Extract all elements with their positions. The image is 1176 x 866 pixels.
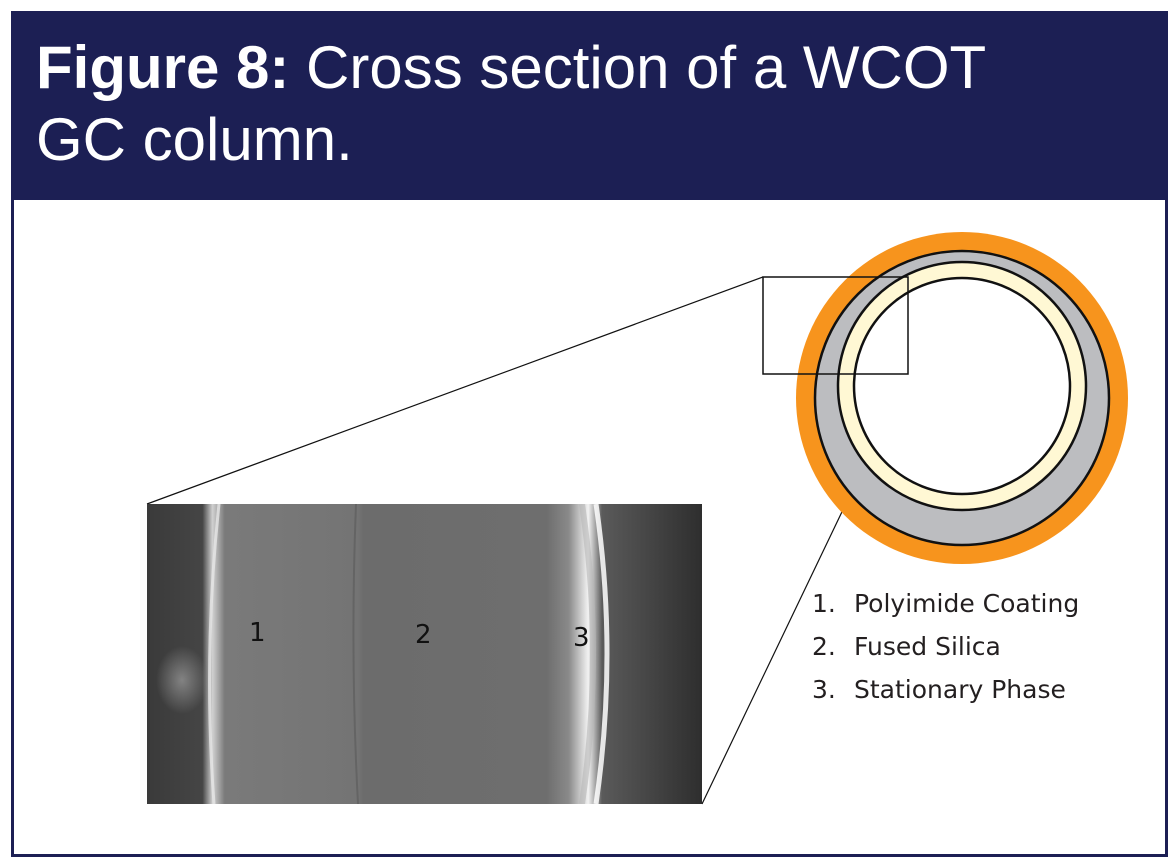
legend-item-fused-silica: Fused Silica xyxy=(854,632,1001,661)
sem-label-3: 3 xyxy=(573,623,590,653)
column-bore xyxy=(854,278,1070,494)
zoom-line-upper xyxy=(147,277,763,504)
legend-item-polyimide: Polyimide Coating xyxy=(854,589,1079,618)
sem-label-1: 1 xyxy=(249,618,266,648)
column-cross-section xyxy=(796,232,1128,564)
legend-number-3: 3. xyxy=(812,675,836,704)
sem-label-2: 2 xyxy=(415,620,432,650)
legend: 1. Polyimide Coating 2. Fused Silica 3. … xyxy=(812,589,1079,704)
legend-item-stationary-phase: Stationary Phase xyxy=(854,675,1066,704)
legend-number-2: 2. xyxy=(812,632,836,661)
legend-number-1: 1. xyxy=(812,589,836,618)
sem-micrograph xyxy=(147,504,702,804)
